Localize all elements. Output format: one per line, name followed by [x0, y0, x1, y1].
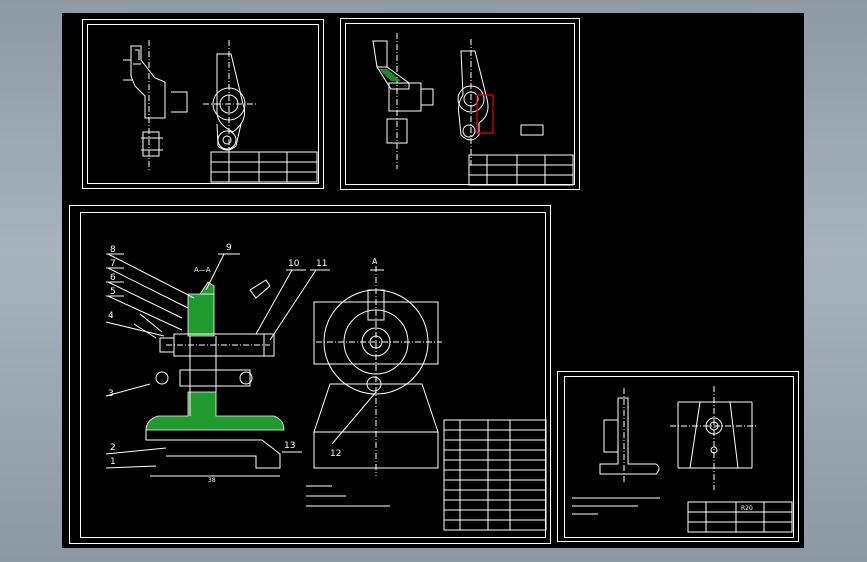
- red-selection-box: [476, 94, 494, 134]
- balloon-6: 6: [110, 273, 116, 283]
- cad-drawing-canvas[interactable]: 8 7 6 5 4 3 2 1 9 10 11 12 13 A—A A 38: [62, 13, 804, 548]
- part-drawing-sheet-2: [340, 18, 580, 190]
- balloon-13: 13: [284, 441, 295, 451]
- balloon-10: 10: [288, 259, 300, 269]
- part-drawing-sheet-1: [82, 19, 324, 189]
- balloon-11: 11: [316, 259, 327, 269]
- balloon-7: 7: [110, 259, 116, 269]
- section-label: A—A: [194, 266, 211, 274]
- dimension-text: 38: [208, 477, 216, 484]
- bracket-part-drawing: R20: [572, 386, 793, 533]
- balloon-4: 4: [108, 311, 114, 321]
- balloon-9: 9: [226, 243, 232, 253]
- lever-part-drawing-2: [372, 33, 574, 186]
- assembly-drawing-sheet: 8 7 6 5 4 3 2 1 9 10 11 12 13 A—A A 38: [69, 205, 551, 544]
- part-drawing-sheet-3: R20: [557, 371, 799, 542]
- balloon-2: 2: [110, 443, 116, 453]
- balloon-12: 12: [330, 449, 341, 459]
- balloon-8: 8: [110, 245, 116, 255]
- title-block-mark: R20: [741, 505, 753, 512]
- balloon-5: 5: [110, 287, 116, 297]
- lever-part-drawing-1: [123, 40, 318, 183]
- assembly-drawing: 8 7 6 5 4 3 2 1 9 10 11 12 13 A—A A 38: [105, 243, 547, 531]
- balloon-3: 3: [108, 389, 114, 399]
- balloon-1: 1: [110, 457, 116, 467]
- view-label: A: [372, 257, 378, 266]
